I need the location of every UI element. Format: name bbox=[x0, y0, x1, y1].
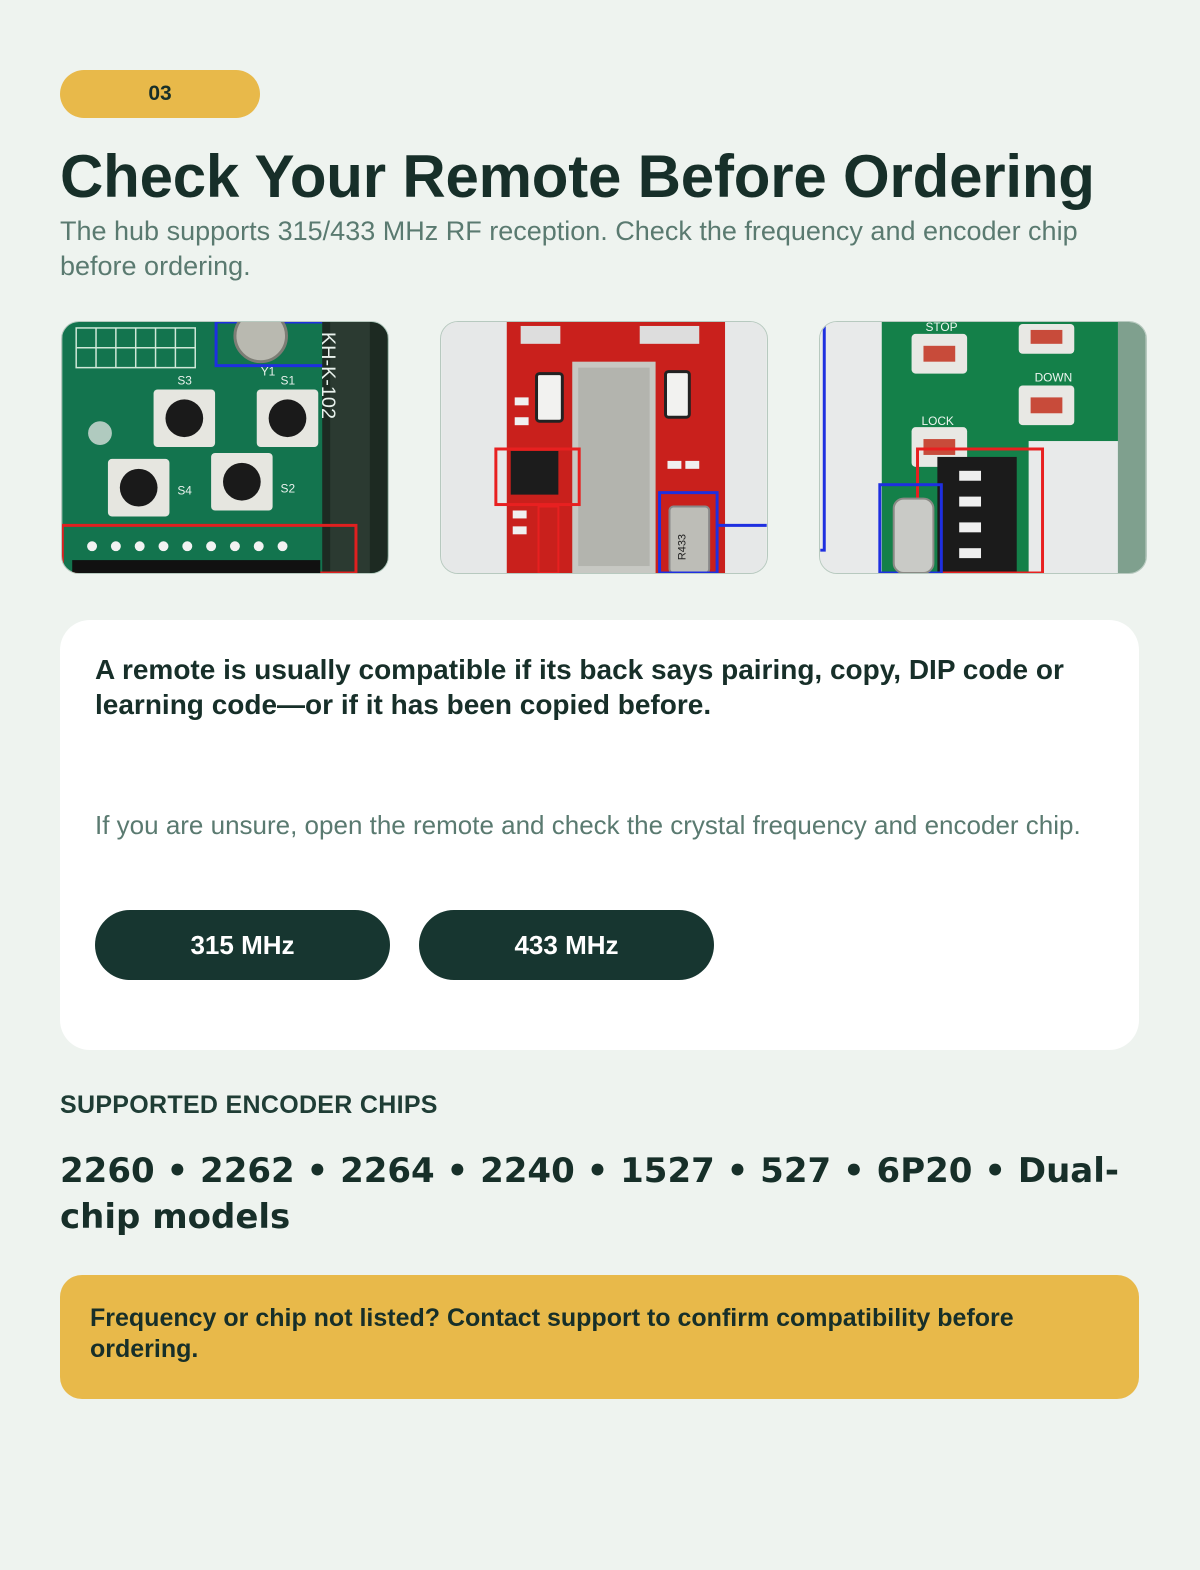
support-notice: Frequency or chip not listed? Contact su… bbox=[60, 1275, 1139, 1399]
page-subtitle: The hub supports 315/433 MHz RF receptio… bbox=[60, 216, 1078, 281]
compatibility-lead: A remote is usually compatible if its ba… bbox=[95, 654, 1064, 720]
tactile-buttons bbox=[107, 389, 319, 517]
green-keypad-board-image: S3 S1 S4 S2 Y1 KH-K-102 bbox=[62, 322, 388, 573]
photo-green-keypad-board: S3 S1 S4 S2 Y1 KH-K-102 bbox=[61, 321, 389, 574]
page-title: Check Your Remote Before Ordering bbox=[60, 143, 1095, 210]
label-lock: LOCK bbox=[921, 414, 953, 428]
photo-green-dip-board: STOP DOWN LOCK bbox=[819, 321, 1147, 574]
label-s3: S3 bbox=[177, 374, 192, 388]
frequency-433-button[interactable]: 433 MHz bbox=[419, 910, 714, 980]
label-board-model: KH-K-102 bbox=[317, 332, 339, 419]
compatibility-card: A remote is usually compatible if its ba… bbox=[60, 620, 1139, 1050]
photo-red-board: R433 bbox=[440, 321, 768, 574]
label-stop: STOP bbox=[925, 322, 957, 334]
encoder-chips-heading: SUPPORTED ENCODER CHIPS bbox=[60, 1091, 438, 1119]
label-s4: S4 bbox=[177, 484, 192, 498]
step-number: 03 bbox=[148, 82, 172, 105]
frequency-315-button[interactable]: 315 MHz bbox=[95, 910, 390, 980]
label-down: DOWN bbox=[1035, 371, 1073, 385]
compatibility-help: If you are unsure, open the remote and c… bbox=[95, 810, 1081, 840]
label-y1: Y1 bbox=[261, 365, 276, 379]
support-notice-text: Frequency or chip not listed? Contact su… bbox=[90, 1304, 1014, 1363]
label-s2: S2 bbox=[281, 482, 296, 496]
green-dip-board-image: STOP DOWN LOCK bbox=[820, 322, 1146, 573]
red-board-image: R433 bbox=[441, 322, 767, 573]
step-badge: 03 bbox=[60, 70, 260, 118]
encoder-chips-list: 2260 • 2262 • 2264 • 2240 • 1527 • 527 •… bbox=[60, 1151, 1119, 1237]
label-crystal: R433 bbox=[676, 534, 688, 560]
label-s1: S1 bbox=[281, 374, 296, 388]
